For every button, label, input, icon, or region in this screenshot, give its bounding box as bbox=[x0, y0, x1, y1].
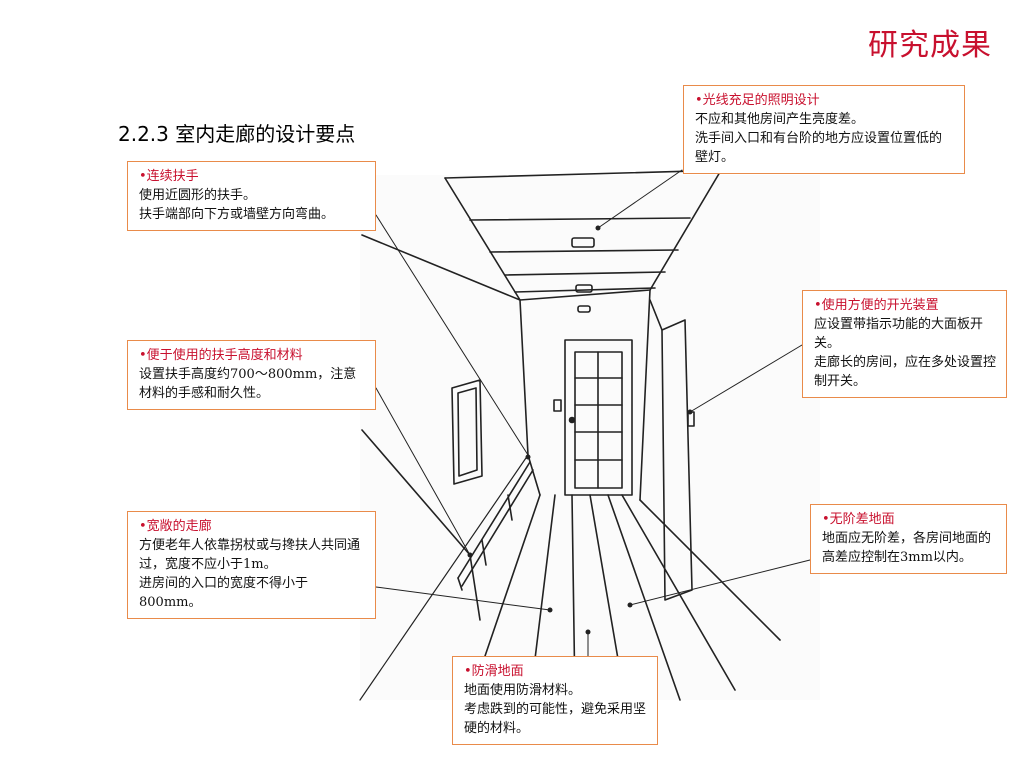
callout-text: 进房间的入口的宽度不得小于800mm。 bbox=[139, 576, 309, 610]
callout-text: 地面使用防滑材料。 bbox=[464, 683, 582, 698]
ceiling-light-icon bbox=[575, 284, 593, 293]
callout-text: 使用近圆形的扶手。 bbox=[139, 188, 257, 203]
page-title: 研究成果 bbox=[868, 28, 992, 63]
callout-text: 方便老年人依靠拐杖或与搀扶人共同通过，宽度不应小于1m。 bbox=[139, 538, 361, 572]
callout-heading: 防滑地面 bbox=[464, 662, 647, 681]
callout-heading: 光线充足的照明设计 bbox=[695, 91, 954, 110]
door-knob-icon bbox=[568, 416, 576, 424]
callout-handrail: 连续扶手 使用近圆形的扶手。 扶手端部向下方或墙壁方向弯曲。 bbox=[127, 161, 376, 231]
callout-text: 设置扶手高度约700～800mm，注意材料的手感和耐久性。 bbox=[139, 367, 357, 401]
ceiling-light-icon bbox=[571, 237, 595, 248]
callout-text: 扶手端部向下方或墙壁方向弯曲。 bbox=[139, 207, 335, 222]
callout-wide-corridor: 宽敞的走廊 方便老年人依靠拐杖或与搀扶人共同通过，宽度不应小于1m。 进房间的入… bbox=[127, 511, 376, 619]
callout-heading: 宽敞的走廊 bbox=[139, 517, 365, 536]
ceiling-light-icon bbox=[577, 305, 591, 313]
callout-heading: 便于使用的扶手高度和材料 bbox=[139, 346, 365, 365]
callout-antislip: 防滑地面 地面使用防滑材料。 考虑跌到的可能性，避免采用坚硬的材料。 bbox=[452, 656, 658, 745]
callout-switch: 使用方便的开光装置 应设置带指示功能的大面板开关。 走廊长的房间，应在多处设置控… bbox=[802, 290, 1007, 398]
callout-heading: 使用方便的开光装置 bbox=[814, 296, 996, 315]
switch-icon bbox=[553, 399, 562, 412]
callout-lighting: 光线充足的照明设计 不应和其他房间产生亮度差。 洗手间入口和有台阶的地方应设置位… bbox=[683, 85, 965, 174]
section-title: 2.2.3 室内走廊的设计要点 bbox=[118, 122, 356, 146]
callout-text: 应设置带指示功能的大面板开关。 bbox=[814, 317, 984, 351]
callout-heading: 连续扶手 bbox=[139, 167, 365, 186]
callout-text: 走廊长的房间，应在多处设置控制开关。 bbox=[814, 355, 997, 389]
callout-text: 地面应无阶差，各房间地面的高差应控制在3mm以内。 bbox=[822, 531, 992, 565]
callout-flat-floor: 无阶差地面 地面应无阶差，各房间地面的高差应控制在3mm以内。 bbox=[810, 504, 1007, 574]
callout-text: 考虑跌到的可能性，避免采用坚硬的材料。 bbox=[464, 702, 647, 736]
callout-handrail-height: 便于使用的扶手高度和材料 设置扶手高度约700～800mm，注意材料的手感和耐久… bbox=[127, 340, 376, 410]
callout-text: 不应和其他房间产生亮度差。 bbox=[695, 112, 865, 127]
callout-text: 洗手间入口和有台阶的地方应设置位置低的壁灯。 bbox=[695, 131, 943, 165]
callout-heading: 无阶差地面 bbox=[822, 510, 996, 529]
